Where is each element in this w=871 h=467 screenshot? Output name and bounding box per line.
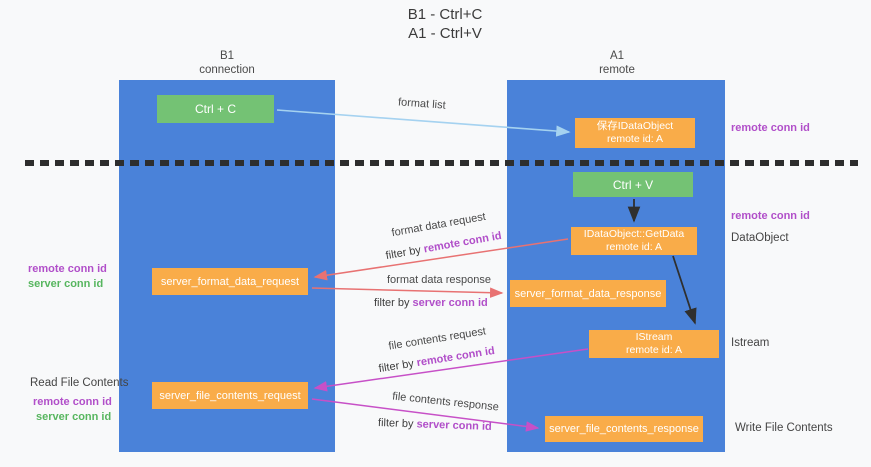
left-label-remote-conn-id-2: remote conn id (33, 396, 112, 408)
node-server-format-data-response-label: server_format_data_response (514, 287, 662, 300)
lane-header-a1: A1 remote (508, 49, 726, 77)
server-conn-id-text: server conn id (412, 297, 488, 309)
node-save-idataobject: 保存IDataObject remote id: A (575, 118, 695, 148)
right-label-remote-conn-id-2: remote conn id (731, 210, 810, 222)
node-ctrl-v: Ctrl + V (573, 172, 693, 197)
node-save-idataobject-line1: 保存IDataObject (596, 120, 674, 132)
lane-b1-subtitle: connection (199, 64, 255, 76)
node-server-format-data-request-label: server_format_data_request (160, 275, 300, 288)
right-label-istream: Istream (731, 337, 770, 349)
node-istream-line1: IStream (635, 331, 673, 343)
node-ctrl-c: Ctrl + C (157, 95, 274, 123)
node-server-file-contents-request: server_file_contents_request (152, 382, 308, 409)
filter-by-text: filter by (384, 244, 422, 263)
node-ctrl-c-label: Ctrl + C (194, 102, 236, 116)
diagram-title-line2: A1 - Ctrl+V (408, 25, 482, 42)
node-save-idataobject-line2: remote id: A (606, 133, 664, 145)
edge-label-format-data-response: format data response (387, 274, 491, 286)
node-istream: IStream remote id: A (589, 330, 719, 358)
left-label-read-file-contents: Read File Contents (30, 377, 129, 389)
lane-header-b1: B1 connection (119, 49, 335, 77)
remote-conn-id-text: remote conn id (422, 229, 503, 256)
edge-label-format-list: format list (397, 96, 447, 112)
left-label-server-conn-id-2: server conn id (36, 411, 112, 423)
node-server-format-data-response: server_format_data_response (510, 280, 666, 307)
left-label-remote-conn-id-1: remote conn id (28, 263, 107, 275)
edge-label-file-contents-response: file contents response (391, 390, 500, 414)
filter-by-text: filter by (377, 417, 414, 431)
remote-conn-id-text: remote conn id (415, 344, 496, 370)
diagram-title: B1 - Ctrl+C A1 - Ctrl+V (345, 5, 545, 43)
node-server-file-contents-response: server_file_contents_response (545, 416, 703, 442)
lane-a1-title: A1 (609, 50, 625, 62)
filter-by-text: filter by (377, 357, 415, 376)
lane-a1-subtitle: remote (599, 64, 635, 76)
node-server-file-contents-request-label: server_file_contents_request (159, 389, 301, 402)
right-label-remote-conn-id-1: remote conn id (731, 122, 810, 134)
diagram-title-line1: B1 - Ctrl+C (407, 6, 483, 23)
right-label-dataobject: DataObject (731, 232, 789, 244)
node-getdata-line2: remote id: A (605, 241, 663, 253)
edge-label-filter-by-server-1: filter by server conn id (374, 297, 488, 309)
node-istream-line2: remote id: A (625, 344, 683, 356)
node-ctrl-v-label: Ctrl + V (612, 177, 654, 192)
left-label-server-conn-id-1: server conn id (28, 278, 104, 290)
node-getdata-line1: IDataObject::GetData (583, 228, 685, 240)
node-server-format-data-request: server_format_data_request (152, 268, 308, 295)
filter-by-text: filter by (374, 297, 410, 309)
edge-label-filter-by-server-2: filter by server conn id (378, 417, 492, 433)
arrow-format-data-response (311, 287, 504, 298)
node-idataobject-getdata: IDataObject::GetData remote id: A (571, 227, 697, 255)
server-conn-id-text: server conn id (416, 418, 492, 433)
lane-b1-title: B1 (219, 50, 235, 62)
node-server-file-contents-response-label: server_file_contents_response (549, 423, 699, 435)
right-label-write-file-contents: Write File Contents (735, 422, 833, 434)
